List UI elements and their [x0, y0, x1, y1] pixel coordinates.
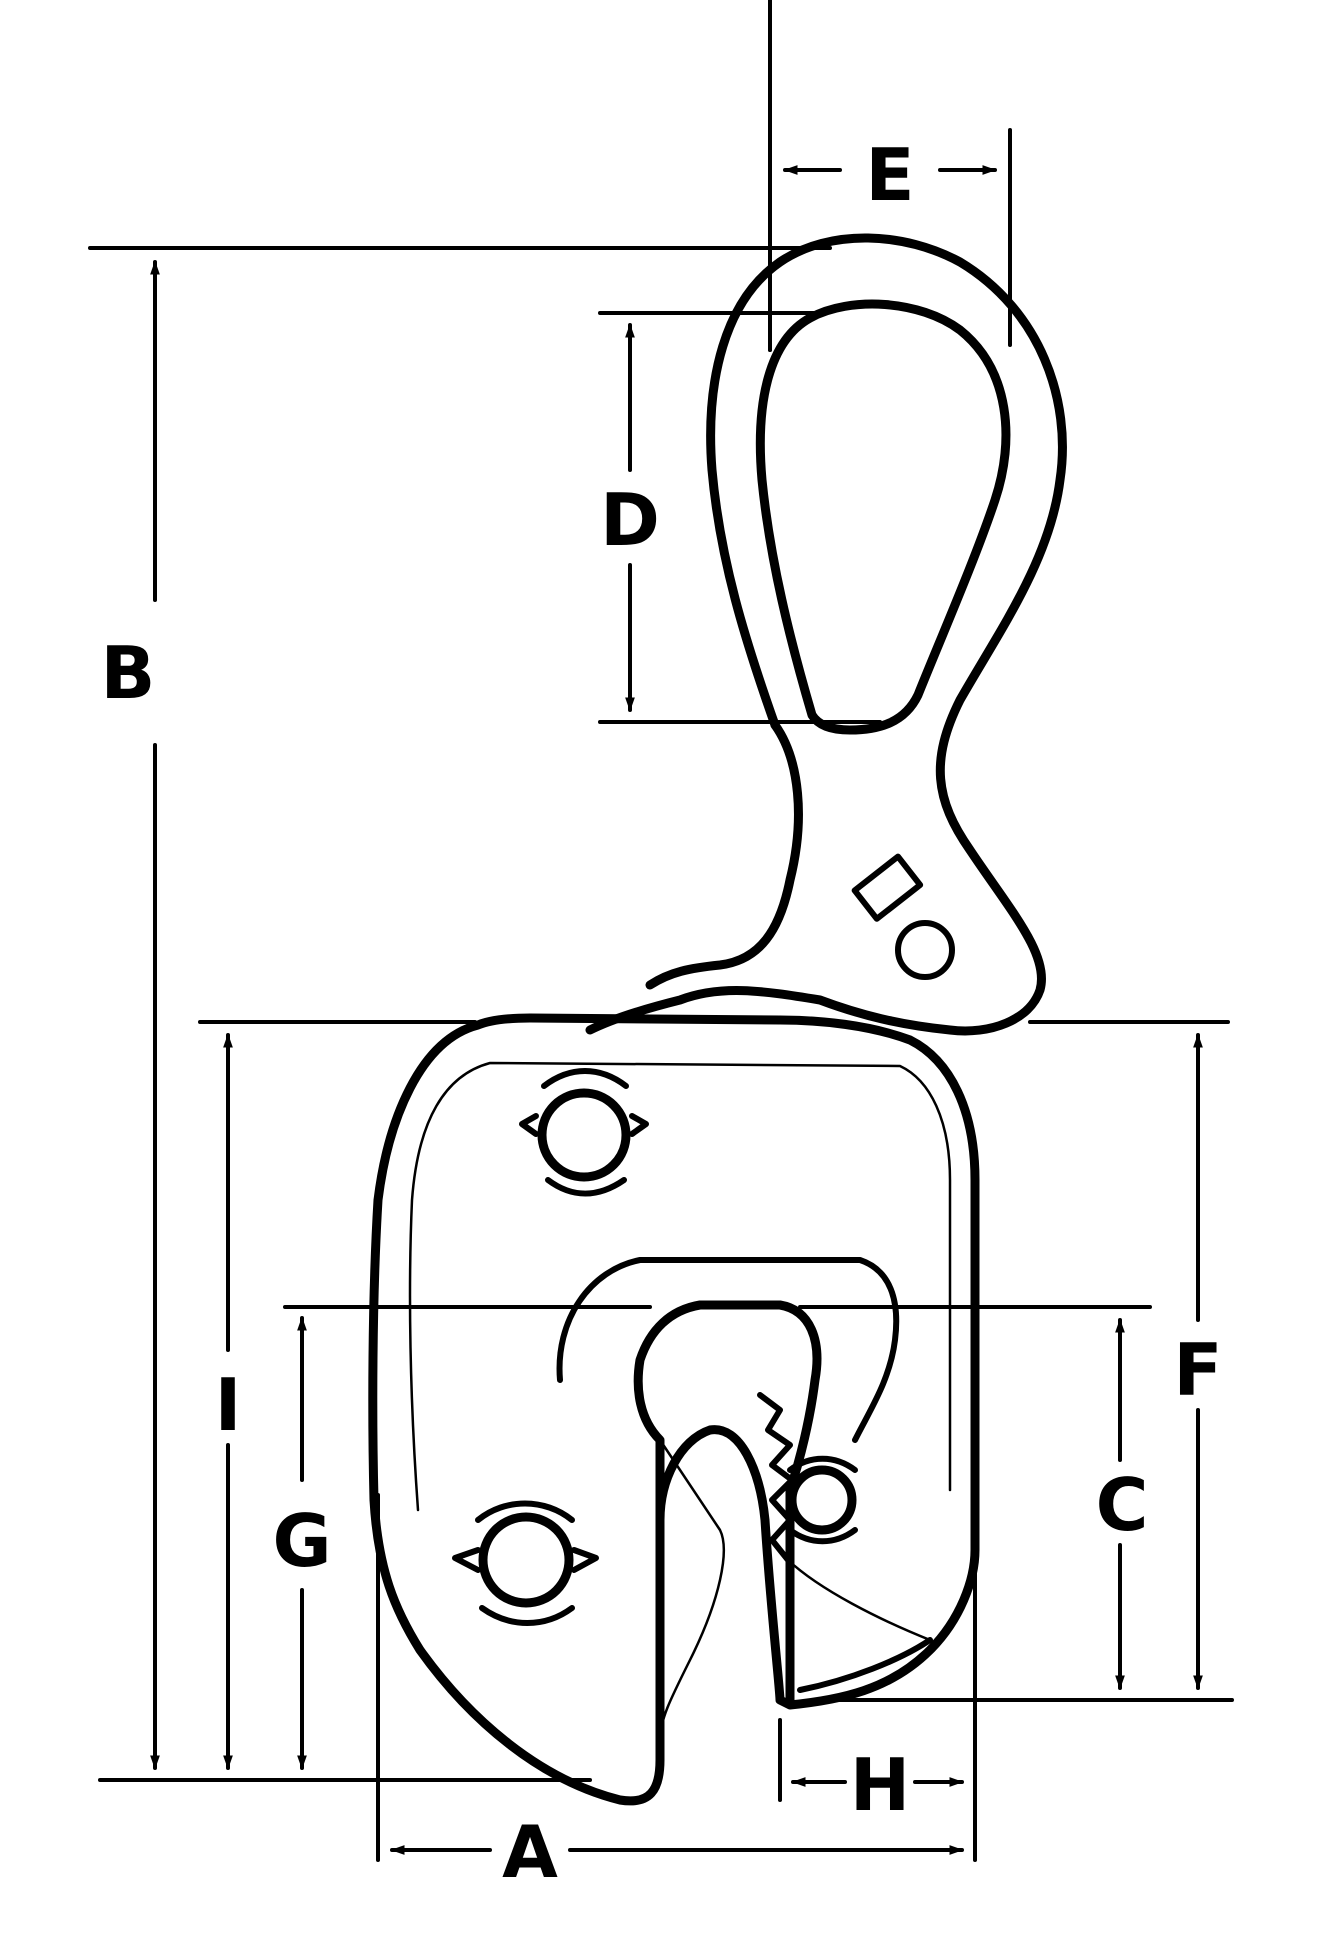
- dimension-b: B: [101, 260, 160, 1770]
- cam-lower-profile: [658, 1438, 725, 1742]
- lifting-eye-neck: [645, 720, 803, 990]
- label-i: I: [215, 1363, 242, 1447]
- label-b: B: [101, 631, 156, 715]
- clamp-body-rim: [408, 1061, 952, 1512]
- label-f: F: [1173, 1328, 1222, 1412]
- dimension-c: C: [1096, 1318, 1149, 1690]
- dimension-i: I: [215, 1033, 242, 1770]
- label-g: G: [272, 1499, 331, 1583]
- dimension-g: G: [272, 1316, 332, 1770]
- neck-slot: [851, 853, 924, 922]
- jaw-throat: [633, 1300, 822, 1755]
- label-c: C: [1096, 1463, 1149, 1547]
- neck-hole: [895, 920, 955, 980]
- label-d: D: [600, 478, 660, 562]
- extension-lines: [88, 0, 1234, 1862]
- cam-profile: [556, 1257, 900, 1443]
- clamp-body-outer: [368, 1013, 980, 1806]
- label-h: H: [850, 1743, 910, 1827]
- jaw-serration: [757, 1392, 795, 1563]
- grip-flank: [786, 1558, 932, 1642]
- lifting-eye-outer: [585, 233, 1067, 1036]
- dimension-a: A: [390, 1810, 964, 1894]
- label-a: A: [502, 1810, 558, 1894]
- dimension-e: E: [783, 133, 997, 217]
- body-lower-lip: [797, 1637, 933, 1693]
- top-pivot: [519, 1068, 649, 1197]
- lower-right-pivot: [787, 1455, 858, 1545]
- label-e: E: [865, 133, 914, 217]
- dimension-h: H: [791, 1743, 964, 1827]
- dimension-f: F: [1173, 1033, 1223, 1690]
- clamp-outline: [368, 233, 1067, 1806]
- lower-left-pivot: [452, 1500, 599, 1626]
- lifting-eye-inner: [755, 299, 1011, 735]
- dimension-d: D: [600, 323, 660, 712]
